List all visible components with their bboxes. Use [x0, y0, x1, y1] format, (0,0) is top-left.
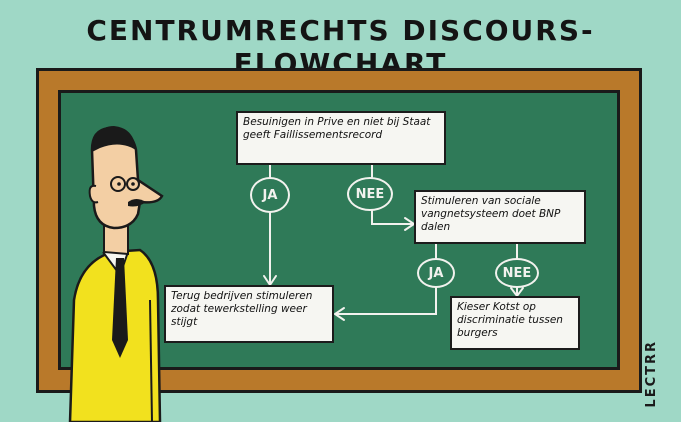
flowchart-box-voter: Kieser Kotst op discriminatie tussen bur… — [450, 296, 580, 350]
flowchart-box-start: Besuinigen in Prive en niet bij Staat ge… — [236, 111, 446, 165]
flowchart-box-stimulate: Stimuleren van sociale vangnetsysteem do… — [414, 190, 586, 244]
flowchart-box-back: Terug bedrijven stimuleren zodat tewerks… — [164, 285, 334, 343]
decision-nee-2: NEE — [495, 258, 539, 288]
decision-ja-1: JA — [250, 177, 290, 213]
page-title: CENTRUMRECHTS DISCOURS-FLOWCHART — [86, 14, 595, 80]
artist-signature: LECTRR — [644, 340, 659, 408]
decision-nee-1: NEE — [347, 177, 393, 211]
decision-ja-2: JA — [417, 258, 455, 288]
